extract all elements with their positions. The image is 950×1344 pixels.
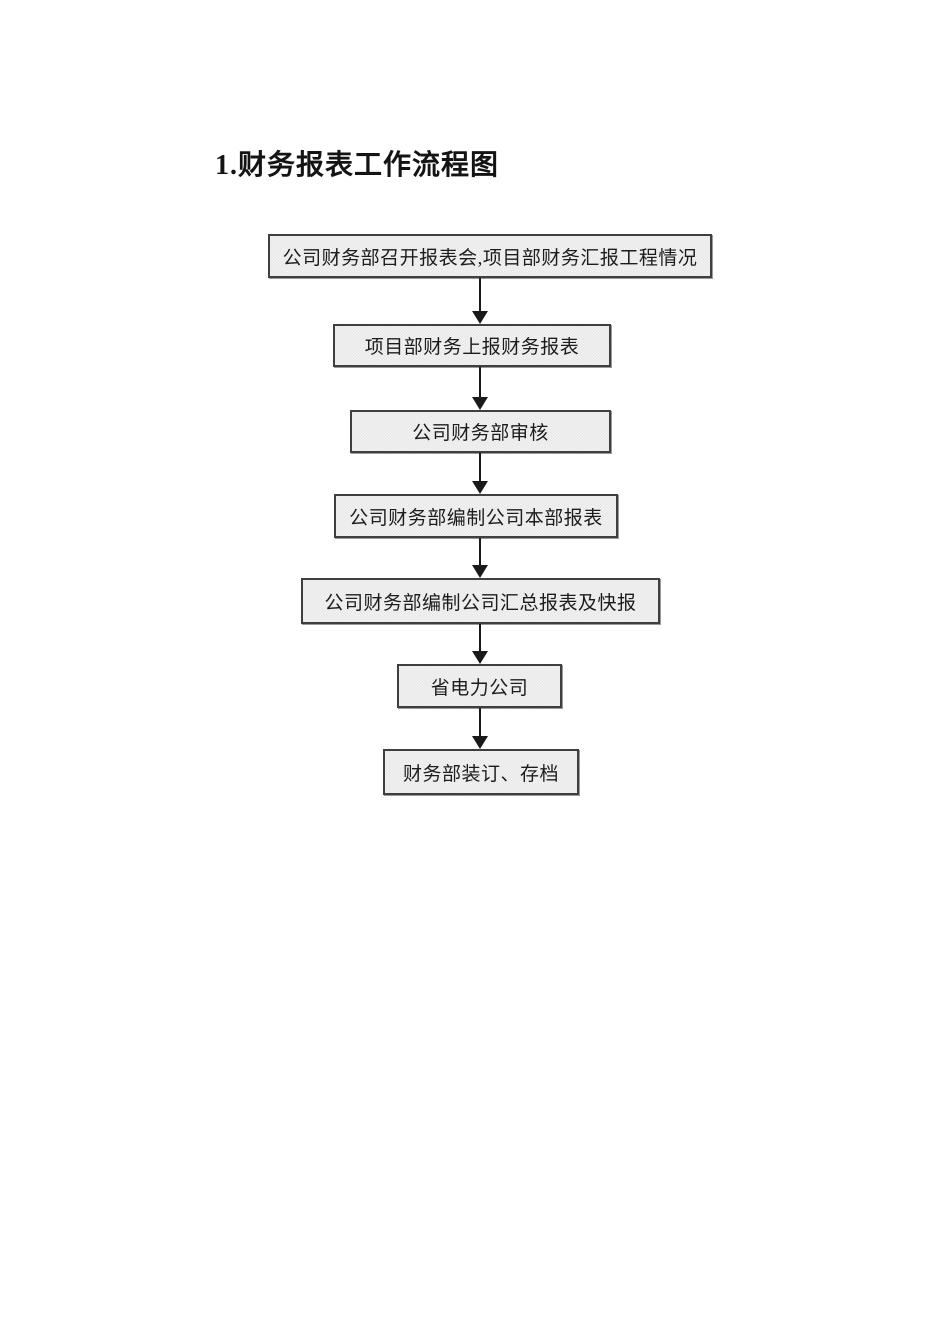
arrow-line [479,278,481,311]
arrow-line [479,367,481,397]
arrow-down-icon [472,311,488,324]
flow-step-7: 财务部装订、存档 [383,749,579,795]
arrow-line [479,453,481,481]
flow-step-1: 公司财务部召开报表会,项目部财务汇报工程情况 [268,234,712,278]
flow-arrow-2 [471,367,489,410]
flow-arrow-5 [471,624,489,664]
flow-step-4: 公司财务部编制公司本部报表 [334,494,618,538]
arrow-down-icon [472,651,488,664]
arrow-down-icon [472,565,488,578]
arrow-line [479,624,481,651]
flow-step-6: 省电力公司 [397,664,562,708]
flow-step-3-label: 公司财务部审核 [412,423,549,444]
arrow-line [479,708,481,736]
arrow-line [479,538,481,565]
flow-step-2: 项目部财务上报财务报表 [333,324,611,367]
flow-step-4-label: 公司财务部编制公司本部报表 [349,507,603,529]
flow-step-2-label: 项目部财务上报财务报表 [364,337,580,358]
flow-arrow-3 [471,453,489,494]
flow-arrow-4 [471,538,489,578]
arrow-down-icon [472,481,488,494]
page-title: 1.财务报表工作流程图 [215,150,500,181]
flow-step-7-label: 财务部装订、存档 [402,763,559,785]
flow-step-1-label: 公司财务部召开报表会,项目部财务汇报工程情况 [282,247,698,269]
flow-arrow-1 [471,278,489,324]
flow-step-6-label: 省电力公司 [430,677,529,699]
flow-step-3: 公司财务部审核 [350,410,611,453]
flow-arrow-6 [471,708,489,749]
arrow-down-icon [472,736,488,749]
flow-step-5-label: 公司财务部编制公司汇总报表及快报 [324,592,637,614]
arrow-down-icon [472,397,488,410]
flow-step-5: 公司财务部编制公司汇总报表及快报 [301,578,660,624]
